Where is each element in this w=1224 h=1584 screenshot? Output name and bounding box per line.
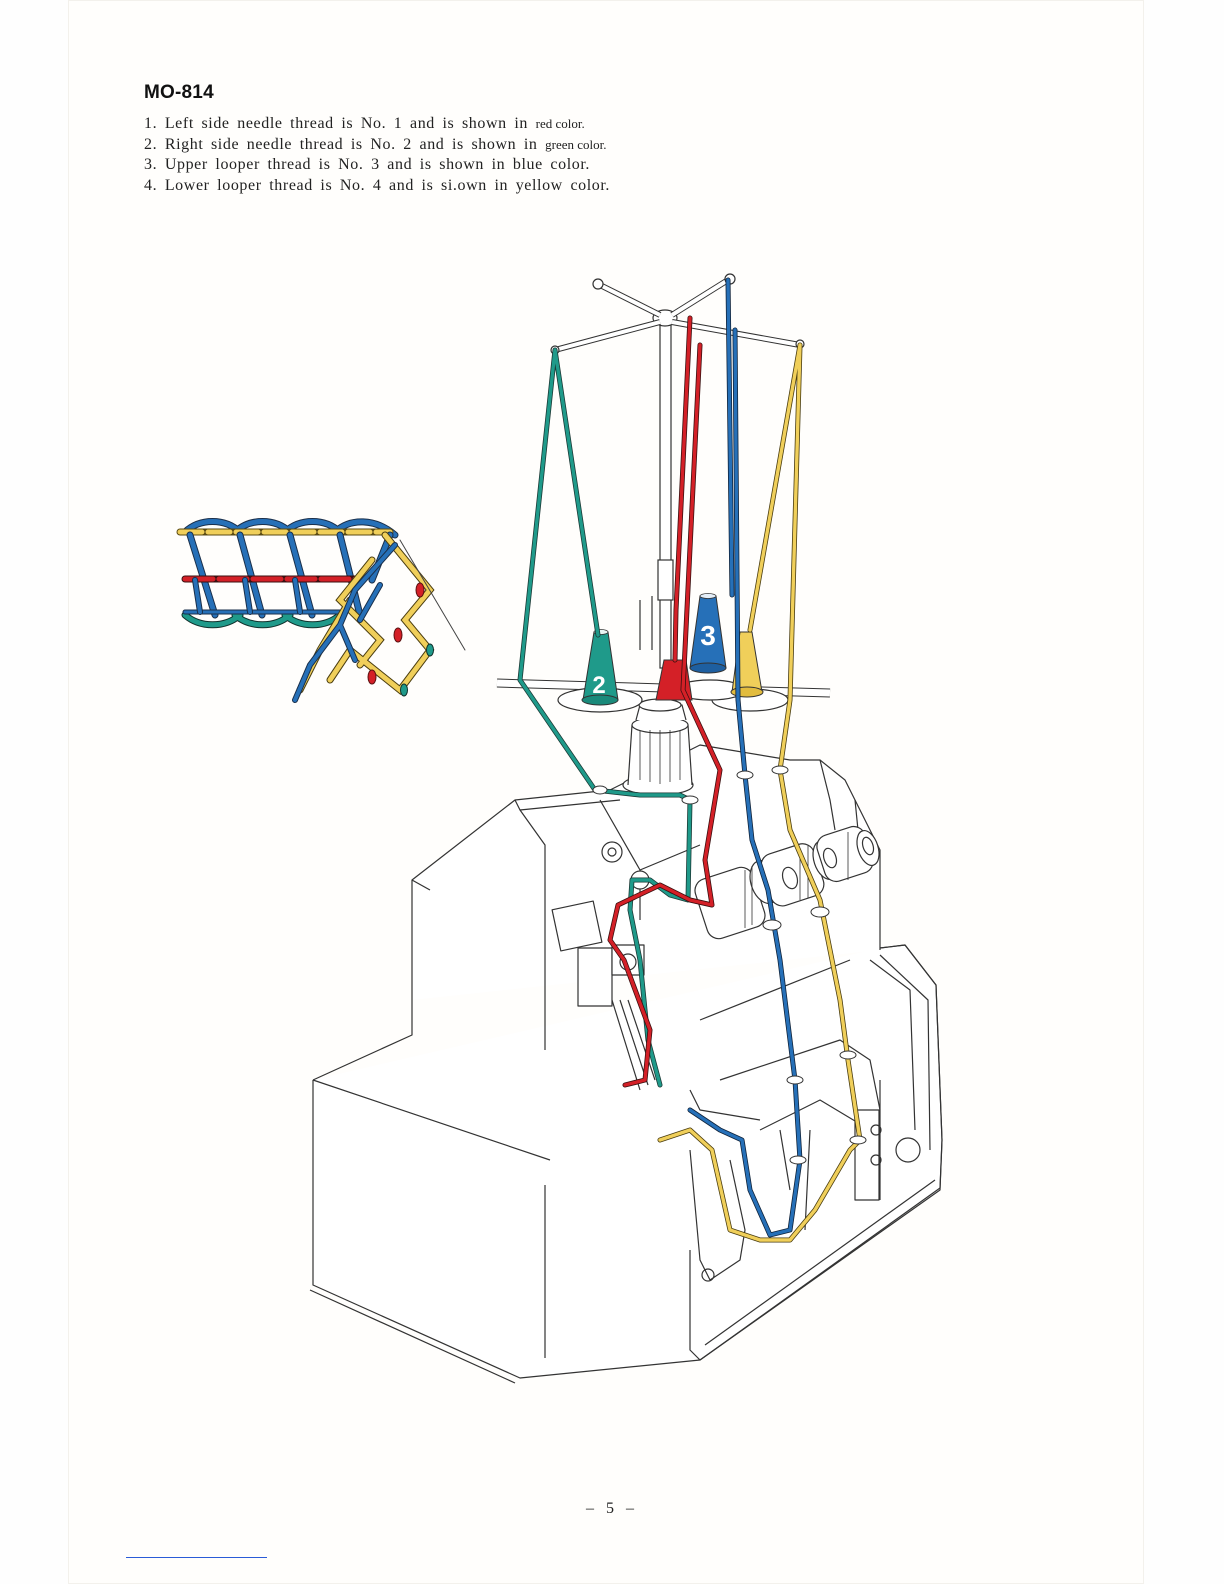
cone-label-2: 2 — [592, 672, 605, 699]
footer-rule — [126, 1557, 267, 1558]
thread-cone-2-icon: 2 — [582, 630, 618, 706]
spool-stand-icon — [497, 274, 830, 712]
cone-label-3: 3 — [700, 620, 716, 651]
page-number: – 5 – — [0, 1500, 1224, 1518]
thread-cone-3-icon: 3 — [690, 594, 726, 674]
stitch-diagram-icon — [180, 522, 465, 701]
